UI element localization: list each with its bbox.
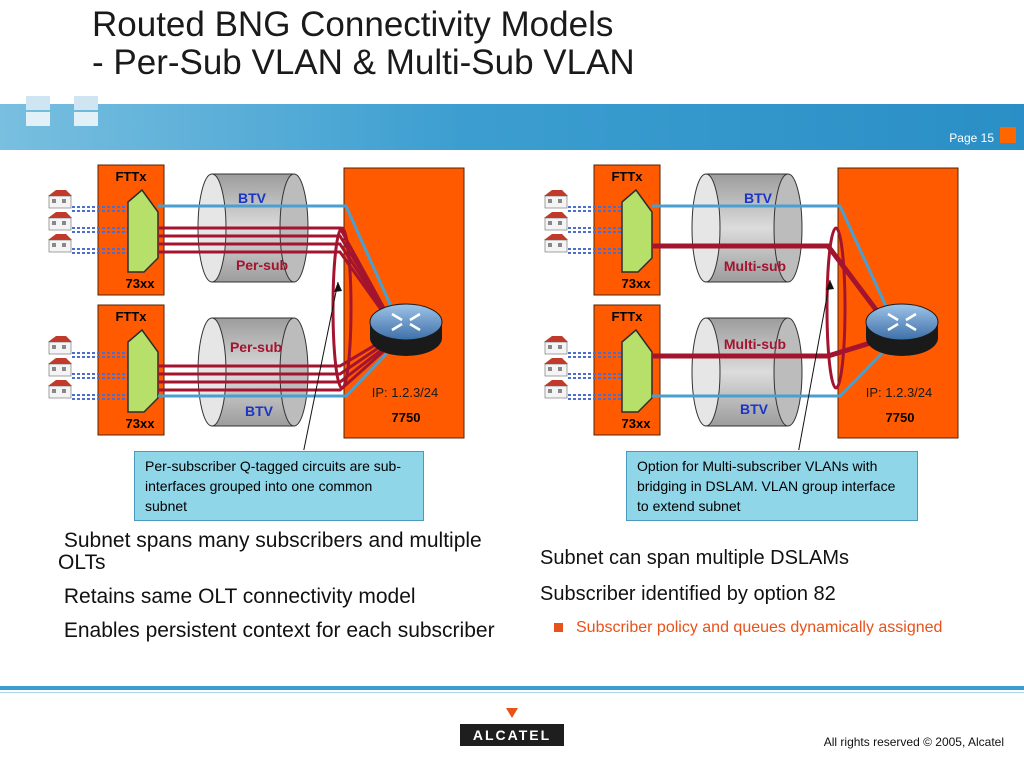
bullet-item: Retains same OLT connectivity model <box>63 585 416 608</box>
deco-square <box>26 96 50 110</box>
left-callout: Per-subscriber Q-tagged circuits are sub… <box>134 451 424 521</box>
node-model-label: 73xx <box>126 276 156 291</box>
router-ip: IP: 1.2.3/24 <box>866 385 933 400</box>
vlan-cylinder <box>691 173 803 283</box>
footer-divider <box>0 686 1024 690</box>
footer-divider-thin <box>0 692 1024 693</box>
fttx-label: FTTx <box>611 169 643 184</box>
bullet-item: Subnet can span multiple DSLAMs <box>540 547 850 569</box>
house-icon <box>47 379 73 399</box>
house-icon <box>543 211 569 231</box>
connectivity-diagram: FTTx 73xx FTTx 73xx <box>47 164 959 450</box>
btv-label: BTV <box>740 401 769 417</box>
title-line-1: Routed BNG Connectivity Models <box>92 5 614 44</box>
router-box <box>343 167 465 439</box>
logo-text: ALCATEL <box>460 724 564 746</box>
left-bullet-list: Subnet spans many subscribers and multip… <box>58 530 528 654</box>
router-model: 7750 <box>886 410 915 425</box>
subnet-ring <box>825 226 847 390</box>
bullet-item: Subnet spans many subscribers and multip… <box>58 529 482 574</box>
olt-device <box>621 188 653 273</box>
node-model-label: 73xx <box>622 416 652 431</box>
house-icon <box>47 335 73 355</box>
vlan-label: Multi-sub <box>724 336 786 352</box>
btv-label: BTV <box>238 190 267 206</box>
callout-pointer <box>303 281 339 450</box>
fttx-label: FTTx <box>115 169 147 184</box>
right-diagram: FTTx 73xx FTTx 73xx <box>543 164 959 450</box>
house-icon <box>543 189 569 209</box>
slide-title: Routed BNG Connectivity Models - Per-Sub… <box>92 6 635 82</box>
btv-label: BTV <box>245 403 274 419</box>
alcatel-logo: ALCATEL <box>460 706 564 746</box>
logo-arrow-icon <box>506 708 518 718</box>
vlan-label: Multi-sub <box>724 258 786 274</box>
btv-label: BTV <box>744 190 773 206</box>
bullet-item: Subscriber identified by option 82 <box>540 583 836 605</box>
deco-square <box>26 112 50 126</box>
house-icon <box>47 357 73 377</box>
olt-device <box>621 328 653 413</box>
router-icon <box>369 303 443 356</box>
olt-device <box>127 188 159 273</box>
right-bullet-list: Subnet can span multiple DSLAMs Subscrib… <box>540 546 980 637</box>
vlan-cylinder <box>197 317 309 427</box>
router-icon <box>865 303 939 356</box>
vlan-label: Per-sub <box>230 339 282 355</box>
olt-device <box>127 328 159 413</box>
fttx-label: FTTx <box>611 309 643 324</box>
vlan-cylinder <box>691 317 803 427</box>
node-model-label: 73xx <box>622 276 652 291</box>
house-icon <box>47 189 73 209</box>
house-icon <box>543 379 569 399</box>
router-model: 7750 <box>392 410 421 425</box>
house-icon <box>47 233 73 253</box>
router-ip: IP: 1.2.3/24 <box>372 385 439 400</box>
page-marker <box>1000 127 1016 143</box>
node-model-label: 73xx <box>126 416 156 431</box>
callout-pointer <box>798 279 831 450</box>
bullet-item: Enables persistent context for each subs… <box>63 619 495 642</box>
sub-bullet-item: Subscriber policy and queues dynamically… <box>540 618 980 637</box>
house-icon <box>47 211 73 231</box>
house-icon <box>543 357 569 377</box>
copyright-text: All rights reserved © 2005, Alcatel <box>823 735 1004 749</box>
square-bullet-icon <box>554 623 563 632</box>
deco-square <box>74 96 98 110</box>
house-icon <box>543 335 569 355</box>
right-callout: Option for Multi-subscriber VLANs with b… <box>626 451 918 521</box>
deco-square <box>74 112 98 126</box>
house-icon <box>543 233 569 253</box>
fttx-label: FTTx <box>115 309 147 324</box>
title-line-2: - Per-Sub VLAN & Multi-Sub VLAN <box>92 43 635 82</box>
vlan-label: Per-sub <box>236 257 288 273</box>
router-box <box>837 167 959 439</box>
page-number: Page 15 <box>949 131 994 145</box>
left-diagram: FTTx 73xx FTTx 73xx <box>47 164 465 450</box>
header-band <box>0 104 1024 150</box>
